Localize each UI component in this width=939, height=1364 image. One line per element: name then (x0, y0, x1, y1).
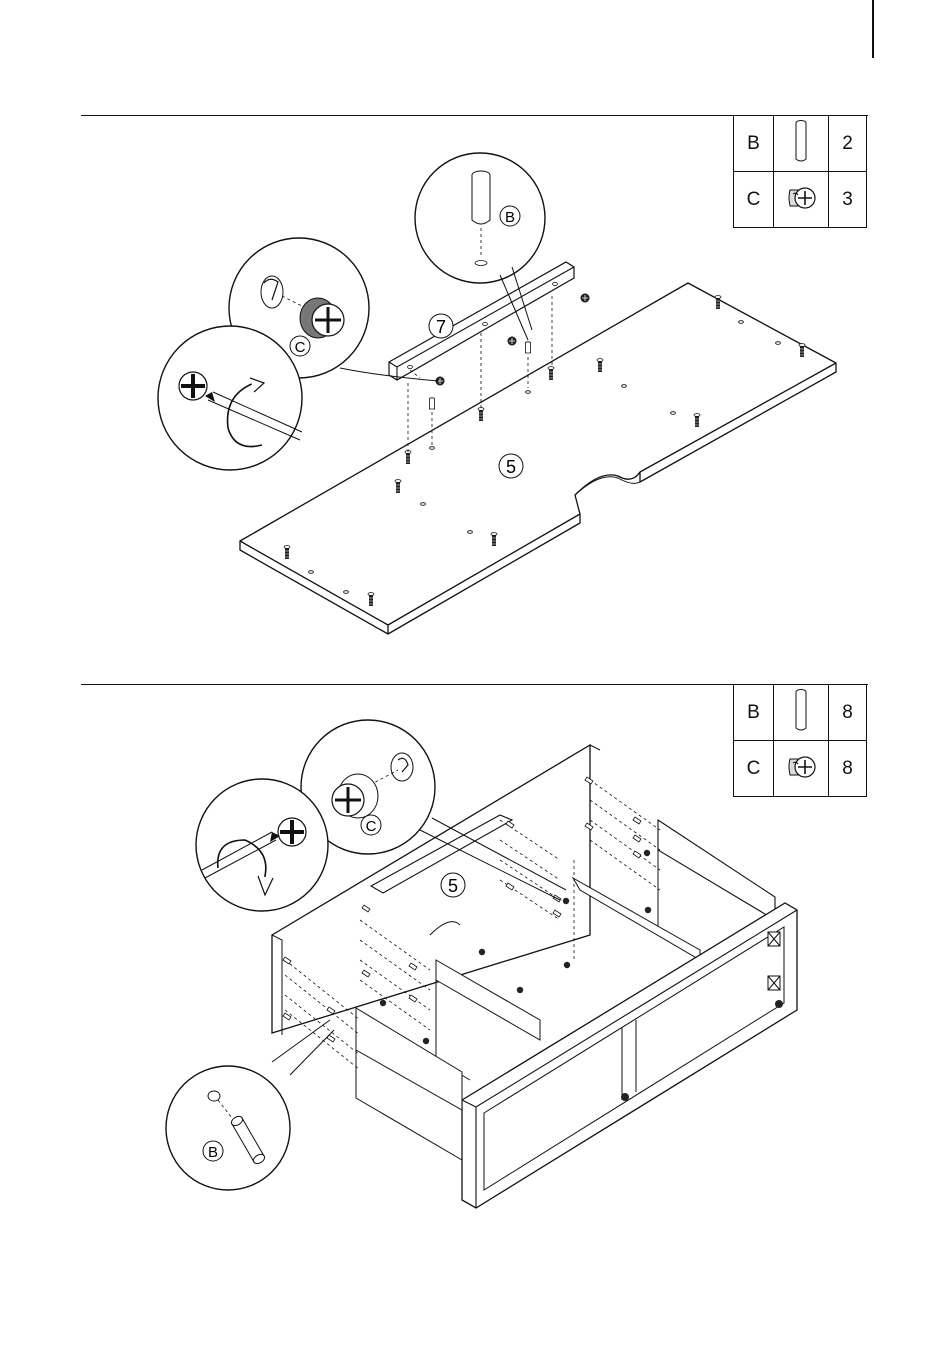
front-left-panel (356, 1008, 462, 1160)
screwdriver-callout (196, 779, 328, 911)
callout-b-letter: B (208, 1144, 218, 1161)
callout-c-letter: C (366, 818, 377, 835)
panel-5-label: 5 (441, 873, 465, 897)
dowel-callout: B (166, 1020, 334, 1190)
panel-5-number: 5 (448, 876, 458, 896)
